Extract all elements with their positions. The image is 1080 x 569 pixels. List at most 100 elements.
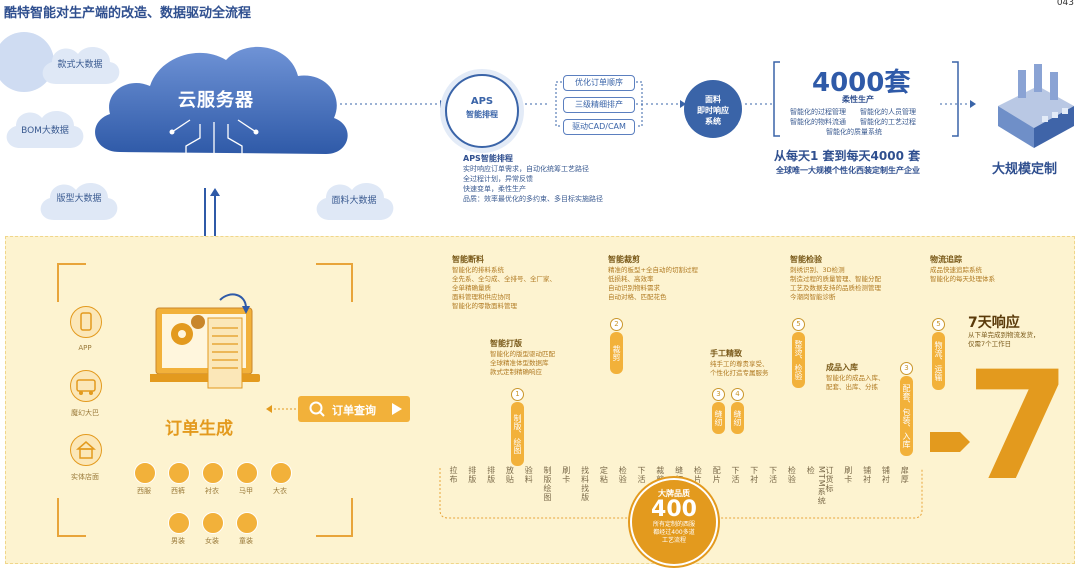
station-inspection-title: 智能检验 [790,255,822,264]
page-number: 043 [1056,0,1074,8]
mid-iron-tag: 整烫、检验 [792,332,805,388]
data-bubble-fabric: 面料大数据 [312,178,396,226]
process-step: 刷卡 [561,466,571,484]
channel-store-icon [70,434,102,466]
process-step: 检片 [693,466,703,484]
garment-shirt-label: 衬衣 [205,487,219,495]
station-tailoring-title: 智能裁剪 [608,255,640,264]
process-step: 下衬 [749,466,759,484]
process-step: 配片 [712,466,722,484]
process-step: 检验 [618,466,628,484]
process-step: 排版 [467,466,477,484]
order-frame [57,263,353,537]
data-bubble-style: 款式大数据 [36,40,124,92]
quality-circle: 大牌品质 400 所有定制的西服都经过400多道工艺流程 [630,478,718,566]
mid-pattern-number: 1 [511,388,524,401]
process-step: 找料找版 [580,466,590,502]
factory-icon [998,64,1074,148]
mid-pack-tag: 配套、包装、入库 [900,376,913,456]
chevron-right-icon [392,403,402,415]
station-cutting-desc: 智能化的排料系统全先系、全匀成、全排号、全厂家、全单精确量质面料管理和供应协同智… [452,266,556,310]
process-step: 订货标 [825,466,834,493]
production-panel [5,236,1075,564]
garment-vest-label: 马甲 [239,487,253,495]
station-inspection-desc: 刺绣识别、3D检测制造过程的质量管理、智能分配工艺及数据支持的品质检测管理今潮岗… [790,266,881,301]
fabric-response-circle: 面料 即时响应 系统 [684,80,742,138]
process-step: 验料 [524,466,534,484]
process-step: 铺衬 [862,466,872,484]
mid-ship-tag: 物流、运输 [932,332,945,390]
mid-sew2-tag: 缝纫 [731,402,744,434]
computer-icon [150,293,260,389]
process-step: 定粘 [599,466,609,484]
channel-app-label: APP [78,344,92,352]
aps-step-brackets [555,81,643,127]
response-arrow [930,432,970,452]
production-headline: 从每天1 套到每天4000 套 [774,149,921,163]
data-bubble-bom: BOM大数据 [2,104,88,156]
process-step: 排版 [486,466,496,484]
mid-pattern-desc: 智能化的版型驱动匹配全球精准体型数据库款式定制精确响应 [490,350,555,376]
garment-men-label: 男装 [171,537,185,545]
garment-women-icon [202,512,224,534]
garment-trousers-icon [168,462,190,484]
mid-cut-tag: 裁剪 [610,332,623,374]
aps-step-optimize: 优化订单顺序 [563,75,635,91]
process-step: 检验 [787,466,797,484]
mid-cut-number: 2 [610,318,623,331]
mid-ship-number: 5 [932,318,945,331]
garment-trousers-label: 西裤 [171,487,185,495]
garment-suit-label: 西服 [137,487,151,495]
process-rail [439,468,923,519]
garment-suit-icon [134,462,156,484]
process-step: 刷卡 [843,466,853,484]
response-desc: 从下单完成到物流发货，仅需7个工作日 [968,331,1040,348]
aps-step-schedule: 三级精细排产 [563,97,635,113]
mid-sew2-number: 4 [731,388,744,401]
data-bubble-pattern: 版型大数据 [36,176,122,228]
garment-kids-label: 童装 [239,537,253,545]
query-link [266,405,298,413]
mid-handcraft-desc: 纯手工的尊贵享受、个性化打造专属服务 [710,360,769,377]
garment-coat-icon [270,462,292,484]
cloud-title: 云服务器 [178,90,254,111]
garment-women-label: 女装 [205,537,219,545]
station-cutting-title: 智能断料 [452,255,484,264]
process-step: 下活 [637,466,646,484]
process-step: 铺衬 [881,466,891,484]
order-query-label: 订单查询 [332,404,376,417]
process-step: 缝纫 [674,466,684,484]
factory-label: 大规模定制 [992,162,1058,177]
production-bracket [773,61,959,137]
process-step: 扉厚 [900,466,910,484]
production-col1: 智能化的过程管理 智能化的物料流通 [790,108,846,126]
search-icon [309,401,325,417]
garment-shirt-icon [202,462,224,484]
garment-men-icon [168,512,190,534]
channel-bus-icon [70,370,102,402]
order-query-button[interactable]: 订单查询 [298,396,410,422]
channel-bus-label: 魔幻大巴 [71,409,99,417]
mid-pattern-title: 智能打版 [490,339,522,348]
mid-storage-desc: 智能化的成品入库、配套、出库、分拣 [826,374,885,391]
process-step: 制版绘图 [543,466,552,502]
station-logistics-desc: 成品快速追踪系统智能化的每天处理体系 [930,266,995,283]
process-step: MTM系统检 [806,466,827,506]
production-subline: 全球唯一大规模个性化西装定制生产企业 [776,166,920,175]
mid-pattern-tag: 制版、绘图 [511,402,524,466]
process-row: 拉布排版排版放贴验料制版绘图刷卡找料找版定粘检验下活裁剪缝纫检片配片下活下衬下活… [448,466,918,514]
garment-coat-label: 大衣 [273,487,287,495]
cloud-diagram [0,32,348,164]
mid-sew-number: 3 [712,388,725,401]
station-tailoring-desc: 精准的板型+全自动的切割过程低损耗、高效率自动识别物料需求自动对格、匹配花色 [608,266,698,301]
mid-storage-title: 成品入库 [826,363,858,372]
order-title: 订单生成 [165,419,233,439]
response-digit: 7 [966,340,1071,514]
aps-step-cadcam: 驱动CAD/CAM [563,119,635,135]
aps-circle: APS 智能排程 [445,74,519,148]
station-logistics-title: 物流追踪 [930,255,962,264]
garment-vest-icon [236,462,258,484]
process-step: 下活 [768,466,778,484]
mid-sew-tag: 缝纫 [712,402,725,434]
top-flow-line [340,100,976,108]
